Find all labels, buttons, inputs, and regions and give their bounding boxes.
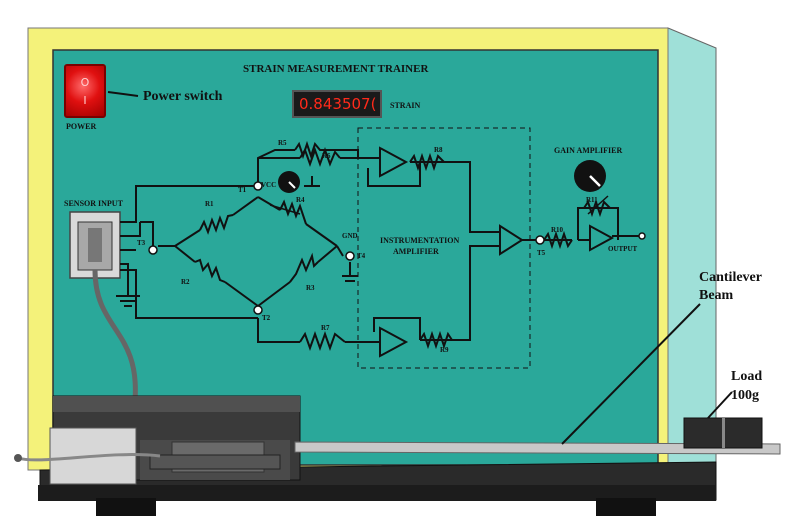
base-front [38, 485, 716, 501]
resistor-r1 [199, 214, 234, 235]
opamp-2 [379, 326, 409, 358]
cabinet-side [667, 27, 717, 471]
label-t2: T2 [262, 314, 271, 322]
beam-annotation: Beam [699, 288, 734, 303]
circuit-wiring [120, 149, 640, 343]
resistor-r6 [299, 147, 341, 167]
label-r5: R5 [278, 139, 287, 147]
label-r1: R1 [205, 200, 214, 208]
terminal-t1 [253, 181, 263, 191]
panel-title: STRAIN MEASUREMENT TRAINER [243, 63, 429, 75]
cantilever-annotation: Cantilever [699, 270, 762, 285]
power-switch-button[interactable]: O I [64, 64, 106, 118]
output-terminal [638, 232, 646, 240]
label-r10: R10 [551, 226, 564, 234]
label-r4: R4 [296, 196, 305, 204]
sensor-cable [92, 269, 138, 401]
gain-amplifier-label: GAIN AMPLIFIER [554, 146, 623, 155]
load-annotation: Load [731, 369, 763, 384]
label-r8: R8 [434, 146, 443, 154]
cantilever-beam [294, 441, 781, 455]
label-r7: R7 [321, 324, 330, 332]
terminal-t4 [345, 251, 355, 261]
amplifier-label: AMPLIFIER [393, 247, 439, 256]
instrumentation-label: INSTRUMENTATION [380, 236, 460, 245]
sensor-input-label: SENSOR INPUT [64, 199, 123, 208]
label-t1: T1 [238, 186, 247, 194]
power-switch-annotation: Power switch [143, 89, 223, 104]
resistor-r7 [299, 331, 346, 351]
instrumentation-box [357, 127, 531, 369]
output-label: OUTPUT [608, 245, 638, 253]
load-mass-annotation: 100g [731, 388, 759, 403]
terminal-t2 [253, 305, 263, 315]
power-on-symbol: O [80, 76, 90, 89]
strain-display: 0.843507( [292, 90, 382, 118]
label-r3: R3 [306, 284, 315, 292]
label-r2: R2 [181, 278, 190, 286]
label-r9: R9 [440, 346, 449, 354]
resistor-r8 [409, 152, 445, 172]
label-t4: T4 [357, 252, 366, 260]
opamp-instrumentation [499, 224, 524, 256]
power-label: POWER [66, 122, 97, 131]
vcc-label: VCC [261, 181, 277, 189]
power-off-symbol: I [83, 94, 87, 107]
resistor-r2 [194, 258, 226, 283]
label-t5: T5 [537, 249, 546, 257]
resistor-r4 [279, 199, 307, 225]
gnd-label: GND [342, 232, 358, 240]
resistor-r9 [419, 330, 453, 350]
opamp-1 [379, 146, 409, 178]
terminal-t5 [535, 235, 545, 245]
terminal-t3 [148, 245, 158, 255]
resistor-r5 [294, 140, 345, 160]
resistor-r3 [289, 252, 319, 283]
resistor-r10 [543, 230, 573, 250]
resistor-r11 [583, 198, 611, 218]
label-t3: T3 [137, 239, 146, 247]
opamp-gain [589, 224, 615, 252]
strain-label: STRAIN [390, 101, 421, 110]
label-r11: R11 [586, 196, 598, 204]
label-r6: R6 [322, 152, 331, 160]
